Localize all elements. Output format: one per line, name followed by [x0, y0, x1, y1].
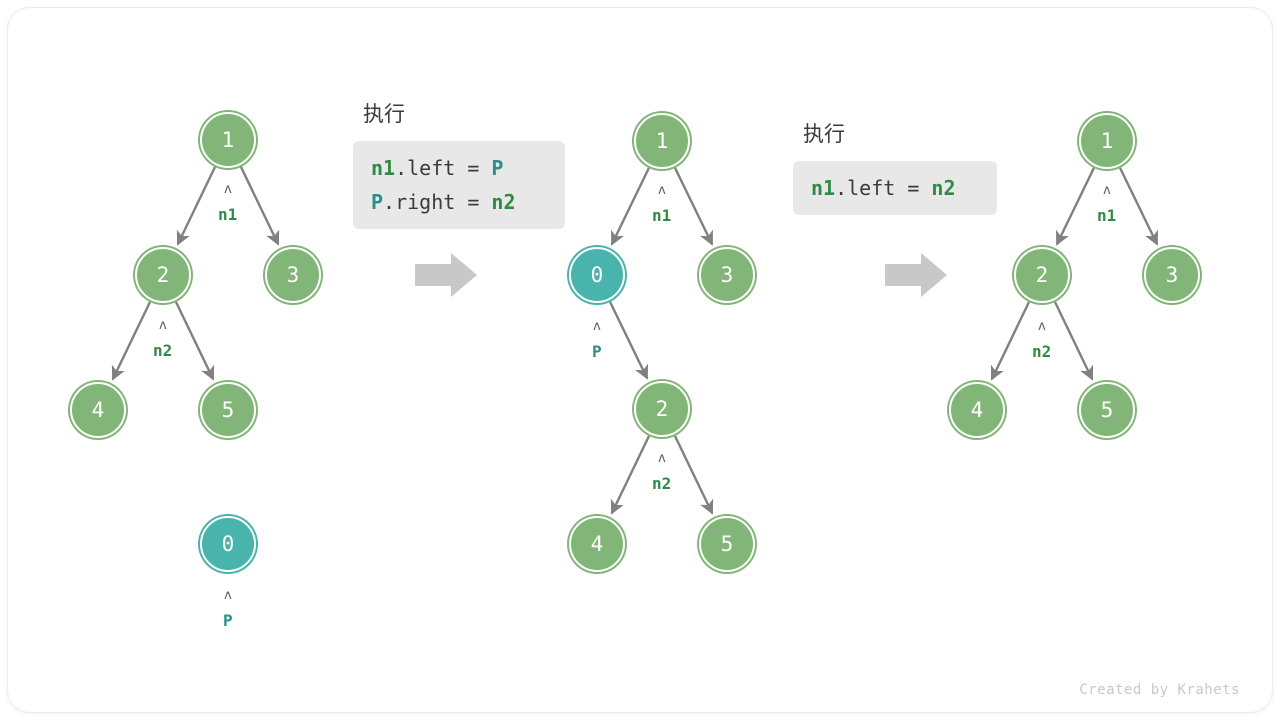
tree-node-4[interactable]: 4 — [70, 382, 126, 438]
code-token-plain: .left = — [835, 176, 932, 200]
pointer-caret-icon: ʌ — [1103, 183, 1111, 198]
tree-node-1[interactable]: 1 — [1079, 113, 1135, 169]
step-heading-1: 执行 — [363, 103, 405, 126]
watermark: Created by Krahets — [1079, 682, 1240, 698]
tree-edge — [1055, 167, 1095, 246]
code-token-var: n1 — [811, 176, 836, 200]
pointer-label-n2: n2 — [153, 341, 173, 360]
tree-node-3[interactable]: 3 — [699, 247, 755, 303]
pointer-caret-icon: ʌ — [224, 182, 232, 197]
tree-node-4[interactable]: 4 — [569, 516, 625, 572]
tree-edge — [990, 301, 1031, 381]
tree-edge — [609, 301, 649, 380]
step-heading-2: 执行 — [803, 123, 845, 146]
tree-node-0[interactable]: 0 — [200, 516, 256, 572]
step-arrow-2 — [885, 253, 947, 297]
code-token-var: n1 — [371, 156, 396, 180]
pointer-label-n2: n2 — [652, 474, 672, 493]
tree-node-2[interactable]: 2 — [135, 247, 191, 303]
code-token-plain: .right = — [383, 190, 492, 214]
code-token-var: n2 — [491, 190, 516, 214]
pointer-caret-icon: ʌ — [1038, 319, 1046, 334]
code-line: n1.left = n2 — [811, 171, 979, 205]
tree-node-5[interactable]: 5 — [1079, 382, 1135, 438]
code-line: P.right = n2 — [371, 185, 547, 219]
code-line: n1.left = P — [371, 151, 547, 185]
step-arrow-1 — [415, 253, 477, 297]
pointer-caret-icon: ʌ — [658, 451, 666, 466]
pointer-caret-icon: ʌ — [224, 588, 232, 603]
tree-node-3[interactable]: 3 — [265, 247, 321, 303]
tree-node-3[interactable]: 3 — [1144, 247, 1200, 303]
pointer-label-n1: n1 — [652, 206, 672, 225]
tree-edge — [674, 167, 714, 246]
tree-node-5[interactable]: 5 — [699, 516, 755, 572]
code-token-ptr: P — [491, 156, 504, 180]
tree-node-1[interactable]: 1 — [200, 112, 256, 168]
pointer-caret-icon: ʌ — [593, 319, 601, 334]
code-token-plain: .left = — [395, 156, 492, 180]
pointer-label-n1: n1 — [218, 205, 238, 224]
tree-node-4[interactable]: 4 — [949, 382, 1005, 438]
tree-node-2[interactable]: 2 — [1014, 247, 1070, 303]
pointer-label-P: P — [592, 342, 602, 361]
tree-edge — [239, 166, 280, 246]
tree-node-0[interactable]: 0 — [569, 247, 625, 303]
pointer-caret-icon: ʌ — [658, 183, 666, 198]
tree-edge — [610, 435, 651, 515]
tree-edge — [176, 166, 217, 246]
tree-edge — [111, 301, 152, 381]
code-token-ptr: P — [371, 190, 384, 214]
tree-edge — [1119, 167, 1159, 246]
tree-node-1[interactable]: 1 — [634, 113, 690, 169]
tree-edge — [174, 301, 215, 381]
tree-node-2[interactable]: 2 — [634, 381, 690, 437]
tree-edge — [673, 435, 714, 515]
code-block-step-2: n1.left = n2 — [793, 161, 997, 215]
pointer-label-P: P — [223, 611, 233, 630]
tree-edge — [1053, 301, 1094, 381]
pointer-label-n1: n1 — [1097, 206, 1117, 225]
pointer-caret-icon: ʌ — [159, 318, 167, 333]
code-token-var: n2 — [931, 176, 956, 200]
tree-edge — [610, 167, 650, 246]
pointer-label-n2: n2 — [1032, 342, 1052, 361]
tree-node-5[interactable]: 5 — [200, 382, 256, 438]
